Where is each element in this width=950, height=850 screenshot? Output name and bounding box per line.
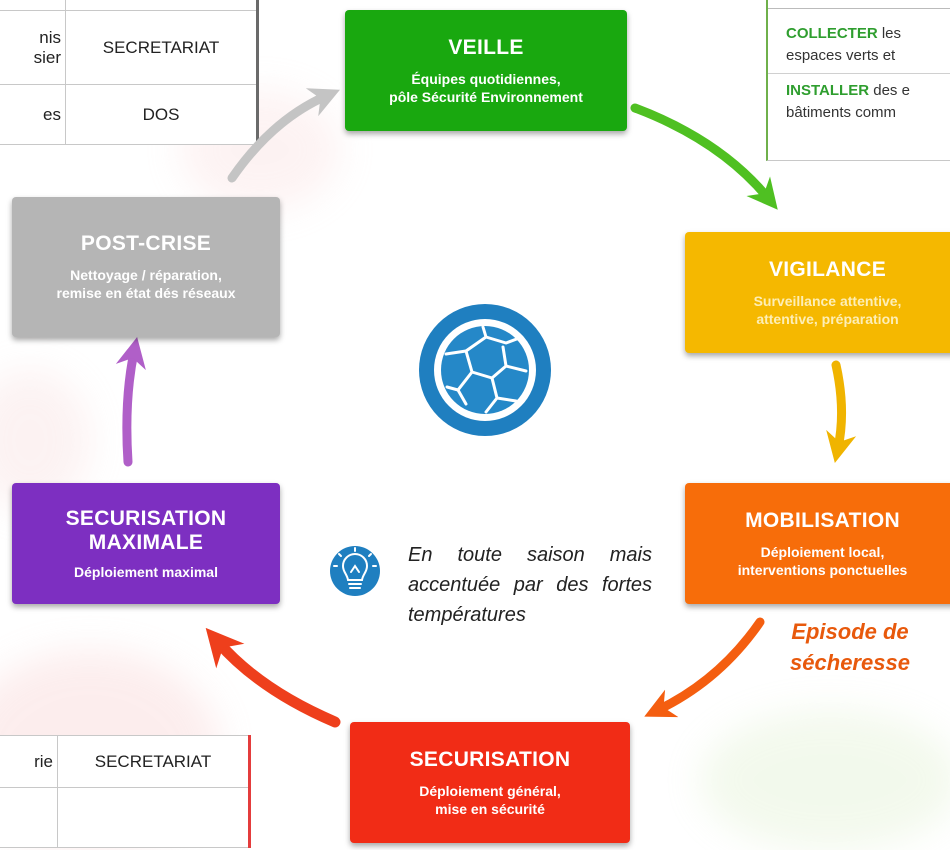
arrow-max-to-postcrise — [115, 337, 146, 467]
stage-title: SECURISATION — [409, 747, 571, 771]
cracked-earth-icon — [419, 304, 551, 436]
table-cell: SECRETARIAT — [57, 735, 250, 788]
stage-title: POST-CRISE — [80, 232, 212, 255]
arrow-vigilance-to-mobilisation — [826, 360, 857, 463]
stage-veille: VEILLE Équipes quotidiennes, pôle Sécuri… — [345, 10, 627, 131]
stage-post-crise: POST-CRISE Nettoyage / réparation, remis… — [12, 197, 280, 337]
arrow-veille-to-vigilance — [630, 103, 778, 210]
stage-securisation-maximale: SECURISATION MAXIMALE Déploiement maxima… — [12, 483, 280, 604]
top-left-table: nis sier SECRETARIAT es DOS — [0, 0, 259, 145]
arrow-postcrise-to-veille — [227, 88, 340, 183]
arrow-securisation-to-max — [205, 627, 341, 728]
table-cell: SECRETARIAT — [65, 10, 258, 85]
stage-title: VEILLE — [448, 35, 524, 59]
stage-title: VIGILANCE — [768, 257, 887, 281]
note-keyword: COLLECTER — [786, 25, 878, 42]
note-keyword: INSTALLER — [786, 82, 870, 99]
stage-securisation: SECURISATION Déploiement général, mise e… — [350, 722, 630, 843]
arrow-mobilisation-to-securisation — [644, 617, 765, 718]
bottom-left-table: rie SECRETARIAT — [0, 735, 251, 848]
table-cell: nis sier — [0, 10, 66, 85]
stage-vigilance: VIGILANCE Surveillance attentive, attent… — [685, 232, 950, 353]
stage-title: MOBILISATION — [745, 508, 900, 532]
stage-mobilisation: MOBILISATION Déploiement local, interven… — [685, 483, 950, 604]
background-wash — [700, 710, 950, 850]
season-note: En toute saison mais accentuée par des f… — [408, 544, 652, 626]
table-cell: es — [0, 84, 66, 145]
stage-title: SECURISATION MAXIMALE — [65, 506, 227, 554]
right-note-panel: COLLECTER les espaces verts et INSTALLER… — [766, 0, 950, 161]
table-cell: DOS — [65, 84, 258, 145]
drought-episode-label: Episode de sécheresse — [790, 619, 910, 675]
